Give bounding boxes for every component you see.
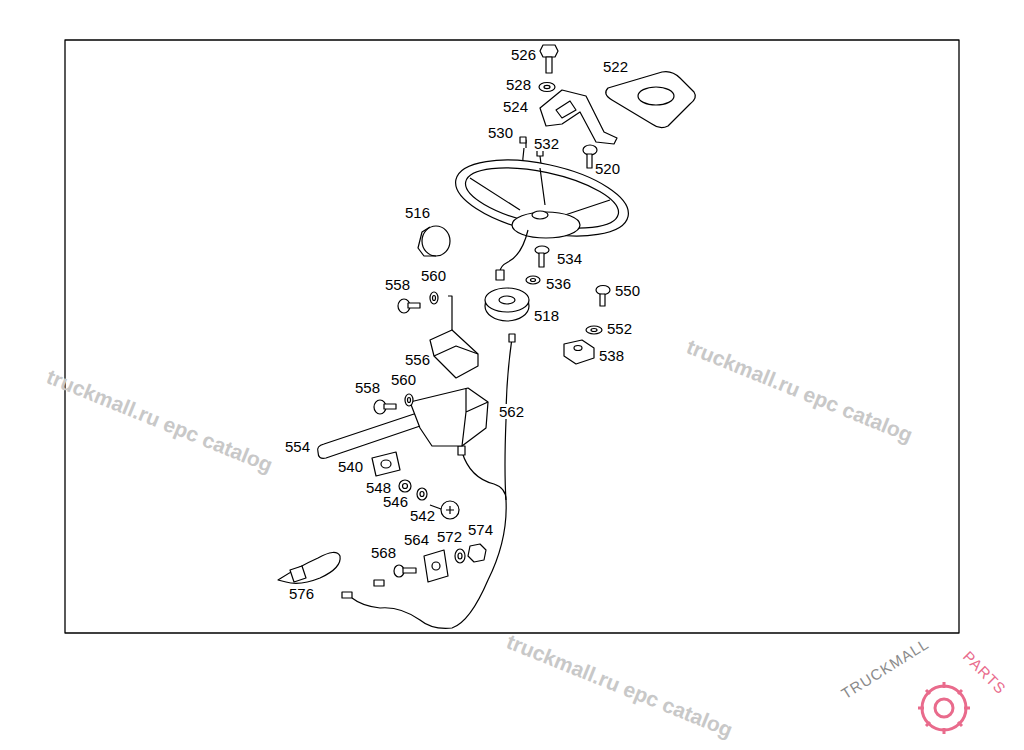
callout-number: 554 — [284, 439, 311, 454]
callout-number: 526 — [510, 47, 537, 62]
callout-number: 568 — [370, 545, 397, 560]
callout-number: 518 — [533, 308, 560, 323]
logo-text: TRUCKMALL — [839, 635, 932, 701]
callout-number: 562 — [498, 404, 525, 419]
callout-number: 538 — [598, 348, 625, 363]
callout-number: 532 — [533, 136, 560, 151]
callout-number: 520 — [594, 161, 621, 176]
callout-number: 530 — [487, 125, 514, 140]
callout-number: 528 — [505, 77, 532, 92]
callout-number: 560 — [420, 268, 447, 283]
watermark: truckmall.ru epc catalog — [684, 335, 916, 445]
callout-number: 516 — [404, 205, 431, 220]
callout-number: 574 — [467, 522, 494, 537]
callout-number: 534 — [556, 251, 583, 266]
callout-number: 576 — [288, 586, 315, 601]
callout-number: 572 — [436, 529, 463, 544]
callout-number: 548 — [365, 480, 392, 495]
callout-number: 556 — [404, 352, 431, 367]
callout-number: 552 — [606, 321, 633, 336]
callout-number: 564 — [403, 532, 430, 547]
callout-number: 522 — [602, 59, 629, 74]
callout-number: 542 — [409, 508, 436, 523]
callout-number: 550 — [614, 283, 641, 298]
callout-number: 536 — [545, 276, 572, 291]
callout-number: 558 — [354, 380, 381, 395]
callout-number: 560 — [390, 372, 417, 387]
callout-number: 540 — [337, 459, 364, 474]
callout-number: 558 — [384, 277, 411, 292]
watermark: truckmall.ru epc catalog — [504, 630, 736, 740]
watermark: truckmall.ru epc catalog — [44, 365, 276, 475]
callout-number: 524 — [502, 99, 529, 114]
logo-text: PARTS — [961, 648, 1010, 697]
callout-number: 546 — [382, 494, 409, 509]
